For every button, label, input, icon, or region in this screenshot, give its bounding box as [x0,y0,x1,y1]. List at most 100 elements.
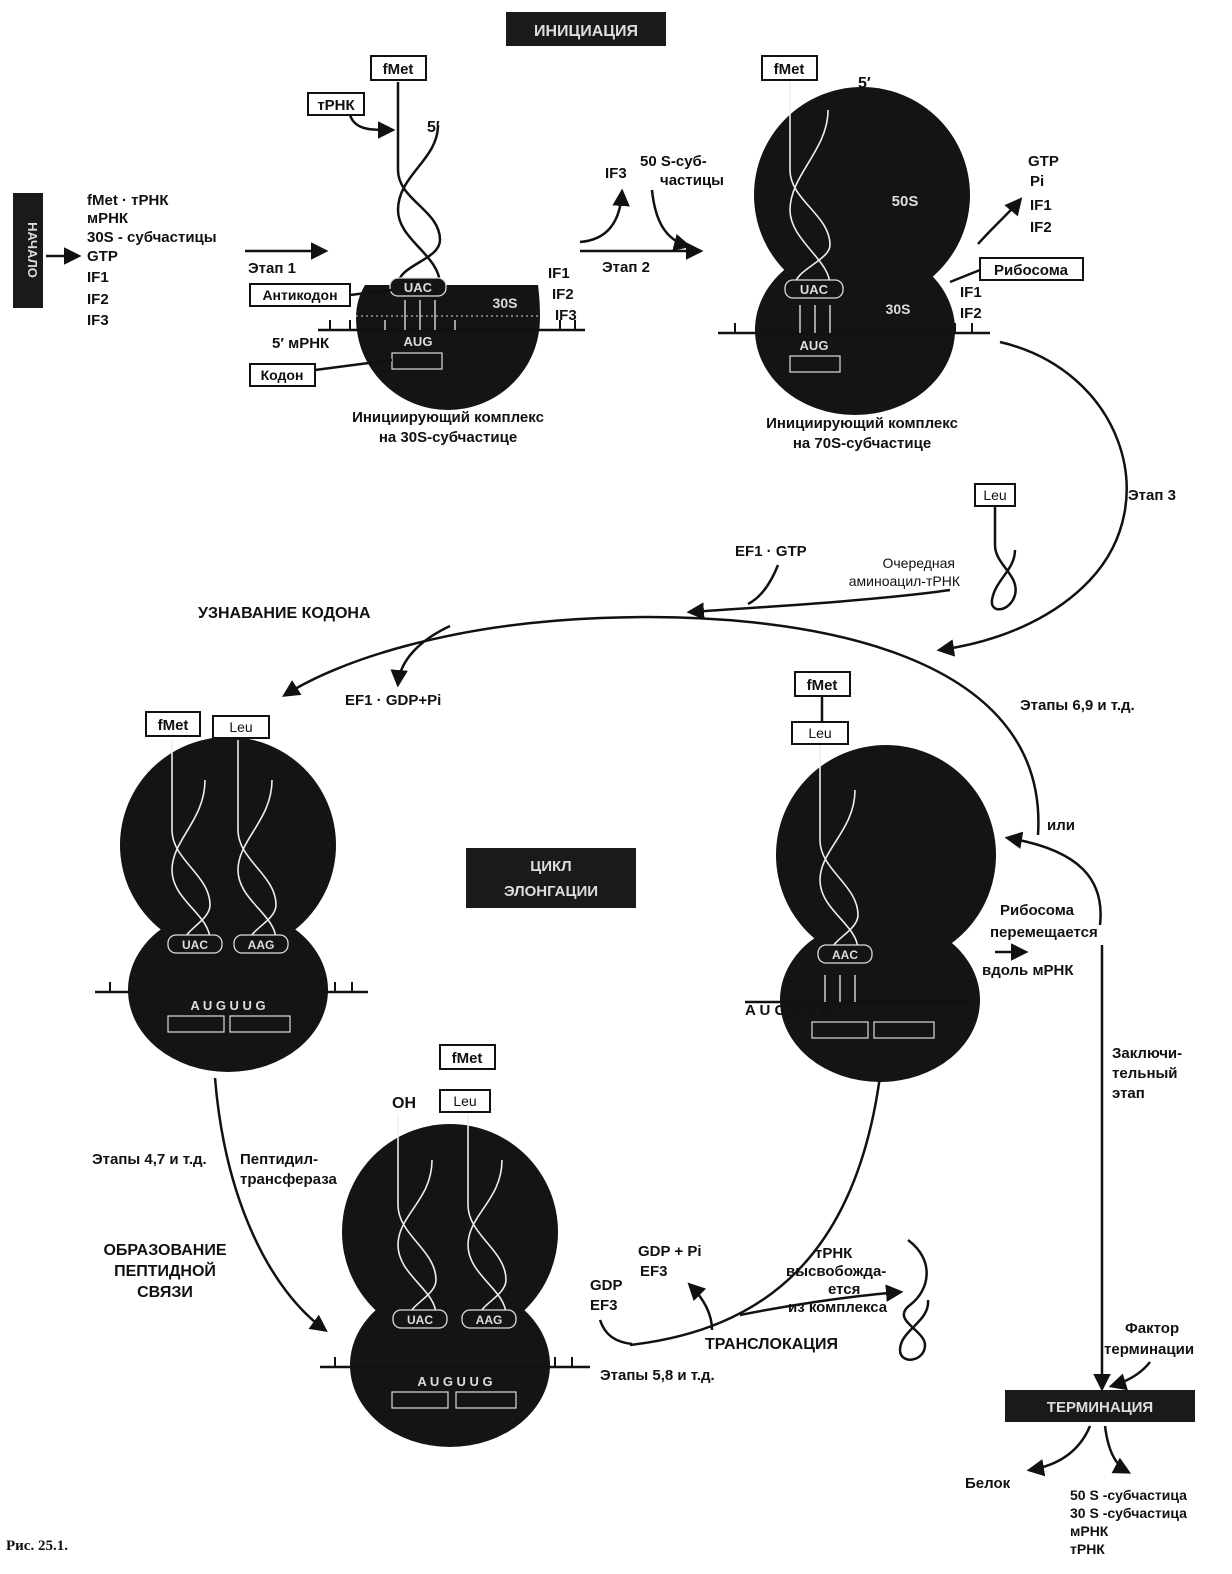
peptide-title-1: ОБРАЗОВАНИЕ [103,1242,226,1259]
anticodon-box: Антикодон [249,283,393,307]
next-aminoacyl-1: Очередная [882,555,955,571]
final-stage-1: Заключи- [1112,1045,1182,1062]
svg-text:50S: 50S [892,193,919,210]
complex-70s: UAC 50S 30S AUG [718,82,990,415]
svg-text:ЭЛОНГАЦИИ: ЭЛОНГАЦИИ [504,883,598,900]
svg-text:Leu: Leu [229,719,252,735]
svg-text:fMet: fMet [158,717,189,734]
70s-outputs: GTP Pi IF1 IF2 [1028,153,1059,236]
svg-text:ТЕРМИНАЦИЯ: ТЕРМИНАЦИЯ [1047,1399,1153,1416]
svg-text:30S: 30S [493,295,518,311]
leu-box-right: Leu [791,721,849,745]
complex-right-translocated: AAC [745,745,996,1082]
svg-text:AAG: AAG [476,1313,503,1327]
stage2-label: Этап 2 [602,259,650,276]
if2-30s: IF2 [552,286,574,303]
peptidyl-1: Пептидил- [240,1151,318,1168]
peptide-bond-arrow [213,1077,328,1333]
ribosome-box: Рибосома [949,257,1084,284]
right-codons: A U G U U G [745,1002,832,1019]
trna-release-3: ется [828,1281,860,1298]
svg-text:Pi: Pi [1030,173,1044,190]
svg-text:A U G U U G: A U G U U G [190,998,265,1013]
initiation-header: ИНИЦИАЦИЯ [506,12,666,46]
svg-text:GTP: GTP [87,248,118,265]
termination-factor-2: терминации [1104,1341,1194,1358]
trna-release-1: тРНК [815,1245,853,1262]
translocation-arrow [629,1056,890,1347]
fmet-box-bottom: fMet [439,1044,496,1070]
svg-text:Leu: Leu [983,487,1006,503]
figure-caption: Рис. 25.1. [6,1538,68,1554]
gdp-out-arrow [687,1282,714,1331]
recognition-arc [282,615,1040,836]
caption-70s-2: на 70S-субчастице [793,435,931,452]
svg-text:fMet: fMet [452,1050,483,1067]
svg-text:Кодон: Кодон [261,367,304,383]
product-1: 50 S -субчастица [1070,1487,1187,1503]
subunits-arrow [1103,1425,1132,1474]
svg-text:ИНИЦИАЦИЯ: ИНИЦИАЦИЯ [534,23,638,40]
ef1-gdp-arrow [390,624,451,688]
mrna-label-30s: 5′ мРНК [272,335,330,352]
svg-text:НАЧАЛО: НАЧАЛО [25,222,40,278]
svg-text:AAG: AAG [248,938,275,952]
peptidyl-2: трансфераза [240,1171,337,1188]
ef1-gtp: EF1 · GTP [735,543,807,560]
protein-label: Белок [965,1475,1011,1492]
incoming-trna [990,506,1017,611]
codon-box: Кодон [249,358,393,387]
svg-text:fMet: fMet [383,61,414,78]
svg-text:30S - субчастицы: 30S - субчастицы [87,229,217,246]
svg-text:IF3: IF3 [87,312,109,329]
ribosome-moves-2: перемещается [990,924,1098,941]
stages-5-8: Этапы 5,8 и т.д. [600,1367,715,1384]
gdp-in-2: EF3 [590,1297,618,1314]
fmet-box-left: fMet [145,711,201,737]
50s-label-1: 50 S-суб- [640,153,707,170]
if3-release-arrow [579,188,630,244]
released-trna [898,1238,930,1361]
complex-left-aminoacyl: UAC AAG A U G U U G [95,737,368,1072]
incoming-to-recognition [686,588,951,620]
trna-box-30s: тРНК [307,92,365,116]
caption-70s-1: Инициирующий комплекс [766,415,958,432]
translocation-title: ТРАНСЛОКАЦИЯ [705,1336,838,1353]
if1-70s: IF1 [960,284,982,301]
start-header: НАЧАЛО [13,193,43,308]
svg-text:30S: 30S [886,301,911,317]
ribosome-moves-3: вдоль мРНК [982,962,1074,979]
svg-text:AAC: AAC [832,948,858,962]
svg-text:Leu: Leu [808,725,831,741]
oh-label: OH [392,1095,416,1112]
svg-text:UAC: UAC [404,280,433,295]
gdp-in-arrow [598,1319,633,1346]
complex-bottom-peptidyl: UAC AAG A U G U U G [320,1115,590,1447]
factor-arrow [1108,1361,1151,1391]
svg-text:тРНК: тРНК [317,97,355,114]
svg-text:IF1: IF1 [87,269,109,286]
trna-release-4: из комплекса [788,1299,888,1316]
svg-text:AUG: AUG [800,338,829,353]
if3-released: IF3 [605,165,627,182]
product-3: мРНК [1070,1523,1109,1539]
complex-30s: UAC 30S AUG [318,82,585,410]
or-arrow [1004,831,1102,926]
if2-70s: IF2 [960,305,982,322]
five-prime-30s: 5′ [427,119,440,136]
elongation-header: ЦИКЛ ЭЛОНГАЦИИ [466,848,636,908]
fmet-box-70s: fMet [761,55,818,81]
fmet-box-right: fMet [794,671,851,697]
svg-text:UAC: UAC [407,1313,433,1327]
if1-30s: IF1 [548,265,570,282]
gdp-in-1: GDP [590,1277,623,1294]
five-prime-70s: 5′ [858,75,871,92]
stages-4-7: Этапы 4,7 и т.д. [92,1151,207,1168]
svg-text:IF1: IF1 [1030,197,1052,214]
start-components-list: fMet · тРНК мРНК 30S - субчастицы GTP IF… [87,192,217,329]
gdp-out-2: EF3 [640,1263,668,1280]
peptide-title-2: ПЕПТИДНОЙ [114,1261,216,1280]
caption-30s-2: на 30S-субчастице [379,429,517,446]
svg-text:AUG: AUG [404,334,433,349]
svg-text:Leu: Leu [453,1093,476,1109]
